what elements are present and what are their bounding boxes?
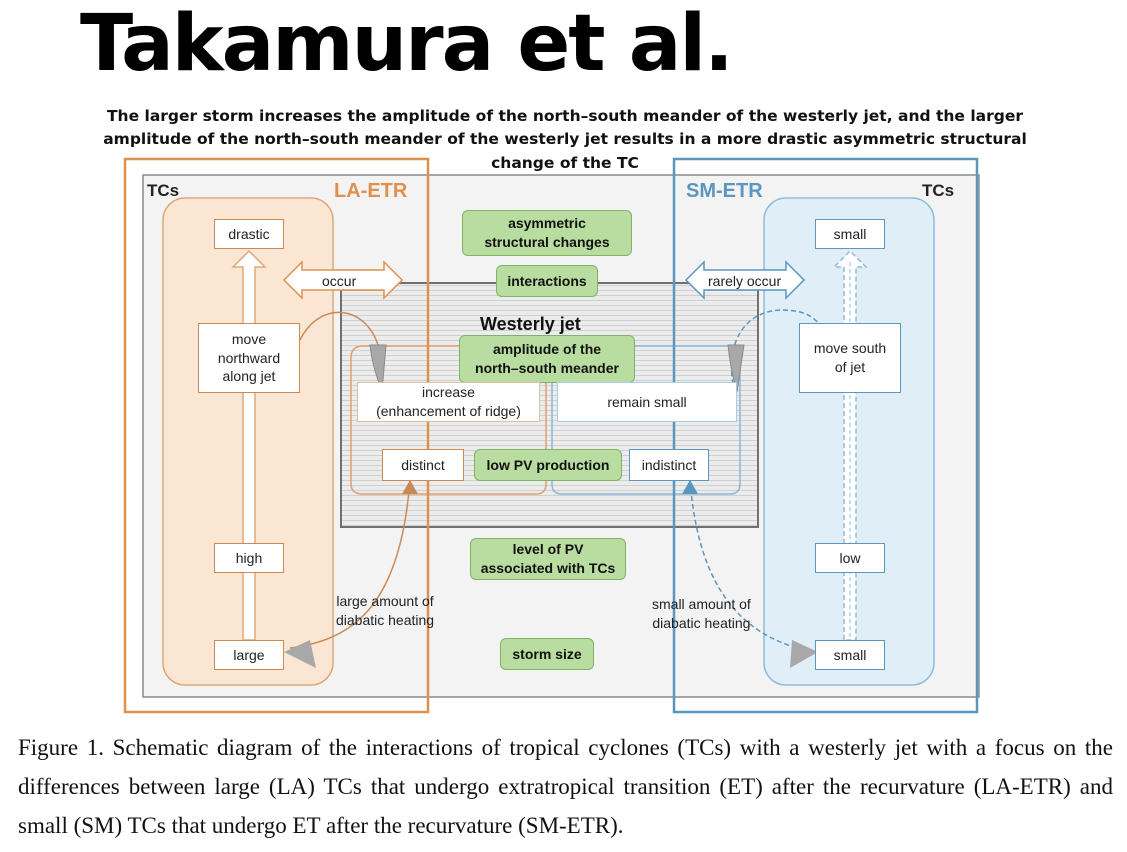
la-heating-arrow	[289, 479, 411, 649]
distinct-box: distinct	[382, 449, 464, 481]
interactions-box: interactions	[496, 265, 598, 297]
high-box: high	[214, 543, 284, 573]
sm-tcs-label: TCs	[922, 181, 955, 200]
storm-size-box: storm size	[500, 638, 594, 670]
la-tcs-label: TCs	[147, 181, 180, 200]
large-heating-label: large amount of diabatic heating	[336, 593, 435, 628]
figure-caption: Figure 1. Schematic diagram of the inter…	[18, 735, 1113, 838]
la-etr-header: LA-ETR	[334, 180, 408, 202]
rarely-occur-label: rarely occur	[708, 273, 782, 289]
low-pv-box: low PV production	[474, 449, 622, 481]
move-northward-box: move northward along jet	[198, 323, 300, 393]
westerly-jet-label: Westerly jet	[480, 314, 581, 334]
rarely-occur-arrow	[684, 260, 806, 300]
remain-small-box: remain small	[557, 382, 737, 422]
amplitude-box: amplitude of the north–south meander	[459, 335, 635, 383]
drastic-box: drastic	[214, 219, 284, 249]
la-etr-panel-border	[123, 157, 430, 714]
sm-etr-header: SM-ETR	[686, 180, 763, 202]
slide-title: Takamura et al.	[80, 0, 734, 89]
asymmetric-changes-box: asymmetric structural changes	[462, 210, 632, 256]
small-top-box: small	[815, 219, 885, 249]
low-box: low	[815, 543, 885, 573]
la-upward-arrow	[231, 249, 267, 641]
small-heating-label: small amount of diabatic heating	[652, 596, 751, 631]
large-box: large	[214, 640, 284, 670]
la-feedback-arrow	[299, 311, 379, 346]
sm-etr-panel-border	[672, 157, 979, 714]
slide-subtitle: The larger storm increases the amplitude…	[103, 107, 1027, 172]
increase-box: increase (enhancement of ridge)	[357, 382, 540, 422]
occur-arrow	[282, 260, 404, 300]
indistinct-box: indistinct	[629, 449, 709, 481]
level-pv-box: level of PV associated with TCs	[470, 538, 626, 580]
small-bottom-box: small	[815, 640, 885, 670]
move-south-box: move south of jet	[799, 323, 901, 393]
occur-label: occur	[322, 273, 357, 289]
